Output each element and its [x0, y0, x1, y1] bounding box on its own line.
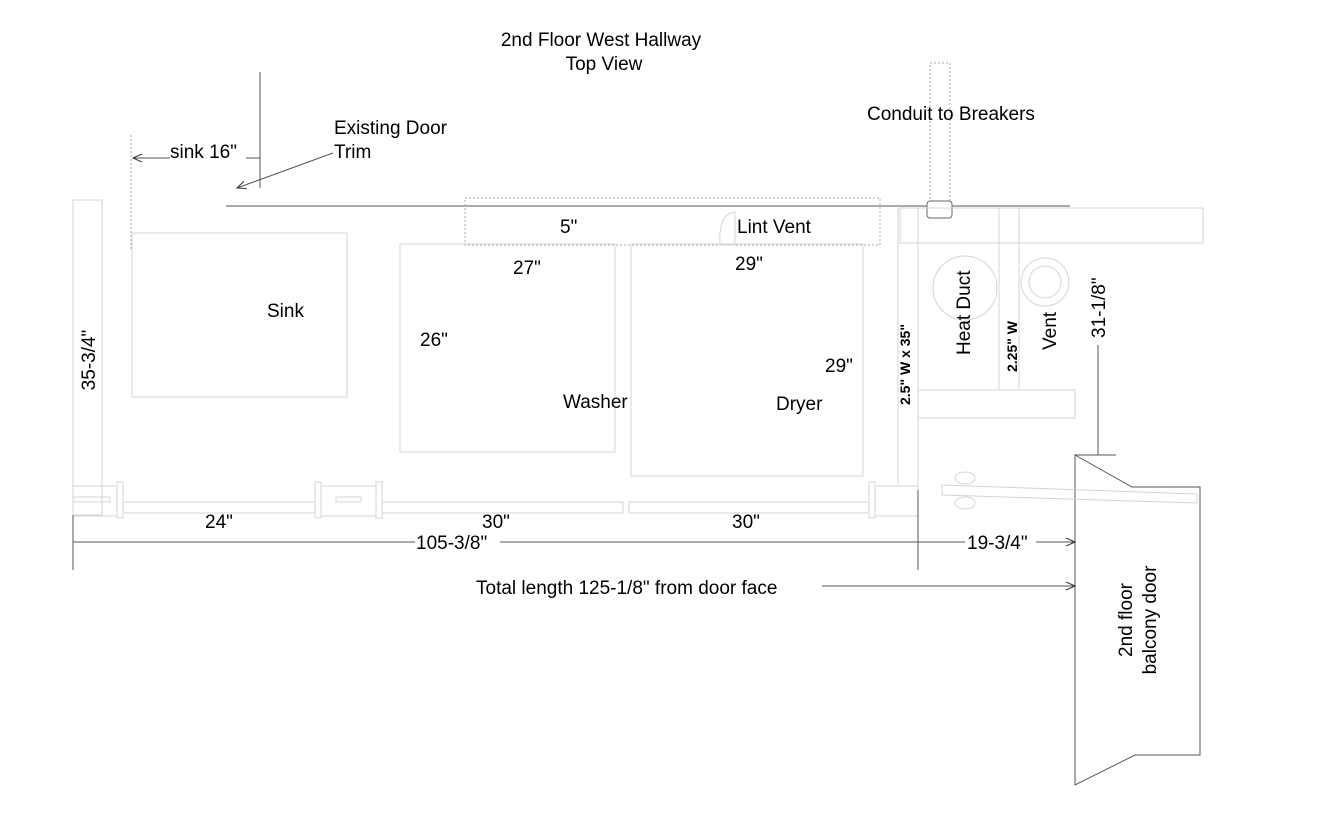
conduit-box — [926, 200, 953, 219]
door-trim-label: Existing Door — [334, 118, 448, 139]
heat-duct-label: Heat Duct — [954, 270, 975, 355]
vent-outer — [1020, 257, 1070, 307]
washer — [399, 243, 616, 453]
balcony-door — [1074, 454, 1201, 786]
sink-label: Sink — [267, 301, 304, 322]
vent-width-label: 5" — [560, 217, 577, 238]
sink-offset-label: sink 16" — [170, 142, 237, 163]
door-hinge — [954, 471, 976, 485]
door-distance-label: 19-3/4" — [967, 533, 1028, 554]
lint-vent-label: Lint Vent — [737, 217, 812, 238]
heat-duct — [932, 255, 998, 321]
door-hinge — [954, 496, 976, 510]
lint-vent-duct — [464, 197, 881, 246]
dryer — [630, 243, 864, 477]
door-offset-label: 31-1/8" — [1089, 277, 1110, 338]
soffit — [899, 207, 1204, 244]
diagram-title: 2nd Floor West Hallway — [501, 30, 702, 51]
segment-2-label: 30" — [482, 512, 510, 533]
washer-width-label: 27" — [513, 258, 541, 279]
duct-width-label: 2.25" W — [1004, 320, 1020, 372]
door-label-1: 2nd floor — [1116, 582, 1137, 657]
dryer-width-label: 29" — [735, 254, 763, 275]
baseboard — [72, 481, 919, 519]
diagram-subtitle: Top View — [566, 54, 643, 75]
vent-inner — [1028, 265, 1062, 299]
door-trim-arrow — [237, 152, 334, 188]
door-trim-label-2: Trim — [334, 142, 371, 163]
sink — [131, 232, 348, 398]
washer-depth-label: 26" — [420, 330, 448, 351]
left-post — [72, 199, 103, 516]
segment-3-label: 30" — [732, 512, 760, 533]
total-length-label: Total length 125-1/8" from door face — [476, 578, 777, 599]
lint-vent-elbow — [719, 211, 736, 246]
overall-length-label: 105-3/8" — [416, 533, 487, 554]
conduit — [929, 62, 951, 204]
conduit-label: Conduit to Breakers — [867, 104, 1035, 125]
door-label-2: balcony door — [1140, 565, 1161, 674]
segment-1-label: 24" — [205, 512, 233, 533]
dryer-label: Dryer — [776, 394, 823, 415]
platform — [917, 389, 1076, 419]
left-height-label: 35-3/4" — [79, 330, 100, 391]
washer-label: Washer — [563, 392, 628, 413]
dryer-depth-label: 29" — [825, 356, 853, 377]
chase-label: 2.5" W x 35" — [897, 324, 913, 405]
vent-label: Vent — [1040, 311, 1061, 350]
door-swing — [941, 484, 1198, 504]
